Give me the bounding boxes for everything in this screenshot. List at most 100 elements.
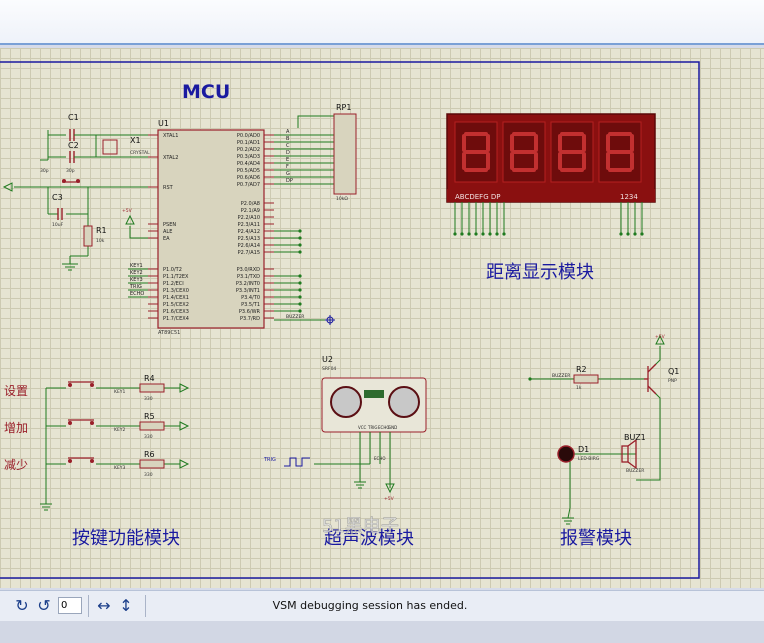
r4-label: R4 — [144, 374, 155, 383]
buz1-label: BUZ1 — [624, 433, 646, 442]
net-key3: KEY3 — [114, 465, 126, 471]
ultrasonic-pin-labels: VCC TRIG ECHO GND — [358, 425, 397, 430]
led-d1[interactable] — [557, 445, 575, 463]
key-setting-label: 设置 — [4, 384, 28, 398]
trig-signal-generator[interactable] — [284, 457, 310, 467]
c3-value: 10uF — [52, 222, 64, 228]
net-trig-mcu: TRIG — [129, 284, 142, 290]
svg-text:GND: GND — [388, 425, 397, 430]
mirror-vertical-icon[interactable]: ↕ — [119, 596, 133, 615]
buzzer-buz1[interactable] — [621, 438, 637, 470]
schematic-canvas[interactable]: MCU U1 AT89C51 XTAL1 XTAL2 RST PSEN ALE … — [0, 48, 764, 588]
c1-value: 30p — [40, 168, 49, 174]
display-module-title: 距离显示模块 — [486, 262, 594, 283]
taskbar-strip — [0, 621, 764, 643]
r2-label: R2 — [576, 365, 587, 374]
schematic-svg: MCU U1 AT89C51 XTAL1 XTAL2 RST PSEN ALE … — [0, 61, 700, 579]
key-switches[interactable] — [68, 381, 94, 459]
mcu-chip[interactable] — [157, 129, 265, 329]
ultrasonic-wires — [314, 432, 391, 488]
pin-xtal1: XTAL1 — [163, 133, 178, 139]
u1-label: U1 — [158, 119, 169, 128]
pin-p1-4: P1.4/CEX1 — [163, 295, 189, 301]
cap-c3[interactable] — [57, 208, 63, 220]
key-decrease-label: 减少 — [4, 458, 28, 472]
mirror-horizontal-icon[interactable]: ↔ — [97, 596, 111, 615]
pin-p1-1: P1.1/T2EX — [163, 274, 189, 280]
pin-p0-3: P0.3/AD3 — [237, 154, 260, 160]
net-key3-mcu: KEY3 — [130, 277, 143, 283]
pin-p3-4: P3.4/T0 — [241, 295, 260, 301]
pin-p2-0: P2.0/A8 — [241, 201, 260, 207]
pin-p2-7: P2.7/A15 — [238, 250, 260, 256]
status-separator — [145, 595, 146, 617]
r5-label: R5 — [144, 412, 155, 421]
pin-p3-3: P3.3/INT1 — [236, 288, 260, 294]
crystal-part: CRYSTAL — [130, 150, 150, 156]
net-buzzer-mcu: BUZZER — [286, 314, 304, 320]
net-dp: DP — [286, 178, 293, 184]
pin-p2-1: P2.1/A9 — [241, 208, 260, 214]
net-e: E — [286, 157, 289, 163]
display-digits-label: 1234 — [620, 193, 638, 201]
key-resistors[interactable] — [139, 383, 165, 469]
status-separator — [88, 595, 89, 617]
u1-part: AT89C51 — [158, 330, 180, 336]
net-echo-mcu: ECHO — [130, 291, 144, 297]
pin-p3-2: P3.2/INT0 — [236, 281, 260, 287]
resistor-r2[interactable] — [573, 374, 599, 384]
net-c: C — [286, 143, 290, 149]
rotate-clockwise-icon[interactable]: ↻ — [15, 596, 29, 615]
net-key2: KEY2 — [114, 427, 126, 433]
pin-p2-5: P2.5/A13 — [238, 236, 260, 242]
pin-p3-0: P3.0/RXD — [237, 267, 261, 273]
crystal-x1[interactable] — [102, 139, 118, 155]
pin-p2-2: P2.2/A10 — [238, 215, 260, 221]
status-bar: ↻ ↺ ↔ ↕ VSM debugging session has ended. — [0, 590, 764, 621]
display-segments-label: ABCDEFG DP — [455, 193, 500, 201]
ultrasonic-vcc-label: +5V — [384, 496, 395, 502]
alarm-module-title: 报警模块 — [560, 528, 632, 549]
resistor-r1[interactable] — [83, 225, 93, 247]
c2-label: C2 — [68, 141, 79, 150]
pin-p0-1: P0.1/AD1 — [237, 140, 260, 146]
pin-p2-3: P2.3/A11 — [238, 222, 260, 228]
transistor-q1[interactable] — [644, 363, 657, 395]
display-pins — [454, 202, 643, 234]
rp1-resistor-pack[interactable] — [333, 113, 357, 195]
ultrasonic-power-arrow — [385, 483, 395, 494]
net-d: D — [286, 150, 290, 156]
pin-ea: EA — [163, 236, 170, 242]
net-f: F — [286, 164, 289, 170]
pin-p3-1: P3.1/TXD — [237, 274, 260, 280]
pin-p0-7: P0.7/AD7 — [237, 182, 260, 188]
alarm-wires — [530, 346, 661, 519]
buz1-part: BUZZER — [626, 468, 644, 474]
svg-text:TRIG: TRIG — [367, 425, 378, 430]
r5-value: 330 — [144, 434, 153, 440]
pin-p1-5: P1.5/CEX2 — [163, 302, 189, 308]
probe-marker[interactable] — [325, 315, 335, 325]
q1-type: PNP — [668, 378, 677, 384]
ea-vcc-label: +5V — [122, 208, 133, 214]
key-module-title: 按键功能模块 — [72, 528, 180, 549]
x1-label: X1 — [130, 136, 141, 145]
ea-power-arrow — [125, 214, 135, 225]
pin-p3-5: P3.5/T1 — [241, 302, 260, 308]
net-trig-generator: TRIG — [263, 457, 276, 463]
net-a: A — [286, 129, 290, 135]
net-key2-mcu: KEY2 — [130, 270, 143, 276]
key-wires — [45, 387, 180, 504]
svg-text:ECHO: ECHO — [378, 425, 389, 430]
rotate-anticlockwise-icon[interactable]: ↺ — [37, 596, 51, 615]
rotation-angle-input[interactable] — [58, 597, 82, 614]
c1-label: C1 — [68, 113, 79, 122]
ultrasonic-module-title: 超声波模块 — [324, 528, 414, 549]
window-top-chrome — [0, 0, 764, 45]
svg-text:VCC: VCC — [358, 425, 367, 430]
key-terminals — [179, 383, 190, 469]
pin-p0-0: P0.0/AD0 — [237, 133, 260, 139]
pin-p0-4: P0.4/AD4 — [237, 161, 260, 167]
rp1-label: RP1 — [336, 103, 351, 112]
r6-value: 330 — [144, 472, 153, 478]
